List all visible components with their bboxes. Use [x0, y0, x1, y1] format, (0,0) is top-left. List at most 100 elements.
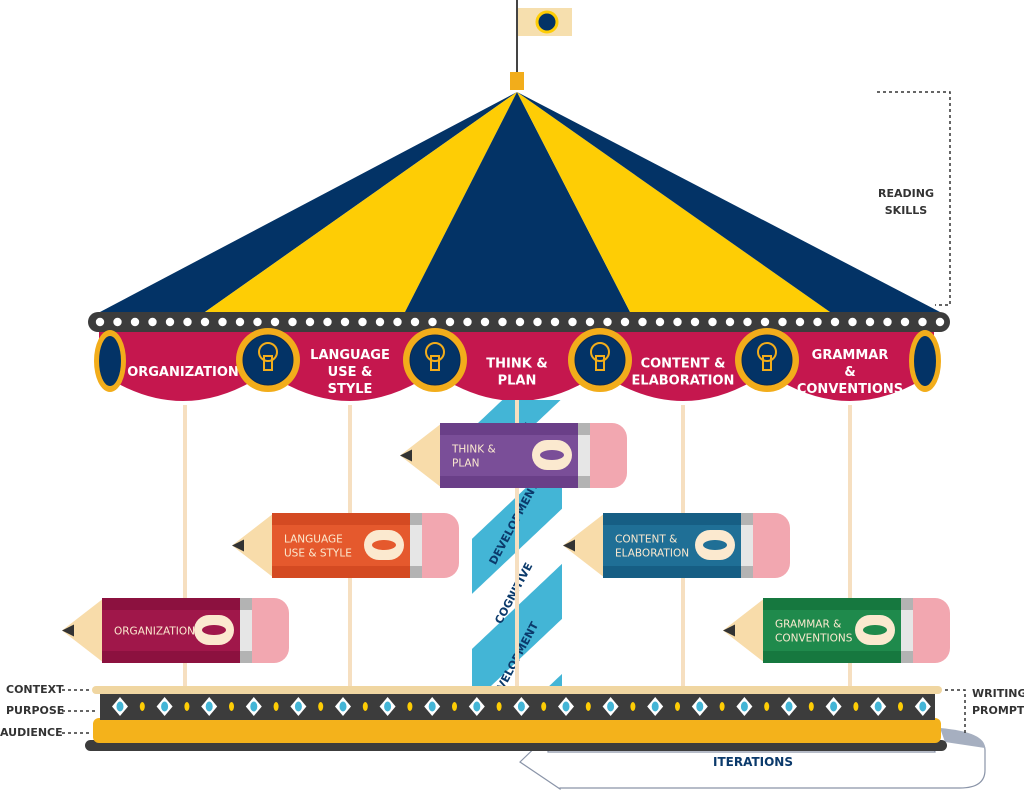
rim-light: [725, 317, 735, 327]
pencil-label: CONVENTIONS: [775, 633, 853, 645]
pencils: THINK &PLAN LANGUAGE USE & STYLE CONTENT & E…: [62, 423, 950, 663]
base-diamond-gem: [294, 701, 302, 712]
canopy-label: ELABORATION: [632, 374, 735, 389]
base-bulb: [853, 702, 859, 711]
base-bulb: [808, 702, 814, 711]
pencil-lead: [400, 449, 412, 462]
base-diamond-gem: [339, 701, 347, 712]
pencil: ORGANIZATION: [62, 598, 289, 663]
rim-light: [375, 317, 385, 327]
rim-light: [603, 317, 612, 327]
base-diamond-gem: [740, 701, 748, 712]
base-diamond-gem: [651, 701, 659, 712]
horse-icon-figure: [372, 540, 396, 550]
pencil: THINK &PLAN: [400, 423, 627, 488]
base-diamond-gem: [205, 701, 213, 712]
logo-icon: [535, 10, 559, 34]
rim-light: [95, 317, 105, 327]
rim-light: [655, 317, 665, 327]
canopy: ORGANIZATION LANGUAGE USE & STYLE THINK & PLA…: [88, 92, 950, 401]
horse-icon-figure: [202, 625, 226, 635]
canopy-label: THINK &: [486, 357, 547, 372]
canopy-label: GRAMMAR: [812, 348, 889, 363]
context-label: CONTEXT: [6, 683, 64, 696]
rim-light: [778, 317, 787, 327]
rim-light: [323, 317, 332, 327]
rim-light: [550, 317, 560, 327]
canopy-label: STYLE: [328, 382, 373, 397]
rim-light: [463, 317, 472, 327]
base-diamond-gem: [874, 701, 882, 712]
base-diamond-gem: [250, 701, 258, 712]
reading-skills-label: READING: [878, 187, 934, 200]
pencil-eraser: [422, 513, 459, 578]
rim-light: [165, 317, 175, 327]
base-diamond-gem: [830, 701, 838, 712]
pencil-tip: [232, 513, 274, 578]
base-bulb: [139, 702, 145, 711]
writing-prompt-label: PROMPT: [972, 704, 1024, 717]
canopy-stripe: [205, 92, 517, 312]
canopy-label: CONVENTIONS: [797, 382, 903, 397]
pencil-label: ELABORATION: [615, 548, 689, 560]
rim-light: [358, 317, 367, 327]
rim-light: [585, 317, 595, 327]
base-bulb: [184, 702, 190, 711]
end-medallion-inner: [99, 336, 121, 386]
rim-light: [428, 317, 437, 327]
rim-light: [235, 317, 245, 327]
base-platform: [93, 718, 941, 743]
writing-prompt-label: WRITING: [972, 687, 1024, 700]
purpose-label: PURPOSE: [6, 704, 64, 717]
pencil: GRAMMAR &CONVENTIONS: [723, 598, 950, 663]
pencil-eraser: [753, 513, 790, 578]
base-bulb: [719, 702, 725, 711]
canopy-scallop: [433, 330, 601, 401]
carousel-pole: [848, 405, 852, 690]
carousel-base: [62, 686, 986, 790]
rim-light: [830, 317, 840, 327]
rim-light: [708, 317, 717, 327]
pencil-label: CONTENT &: [615, 534, 677, 546]
logo-icon-stem: [762, 355, 772, 371]
base-diamond-gem: [562, 701, 570, 712]
iterations-label: ITERATIONS: [713, 755, 793, 769]
base-diamond-gem: [517, 701, 525, 712]
pencil-eraser: [590, 423, 627, 488]
pencil-label: PLAN: [452, 458, 479, 470]
canopy-label: CONTENT &: [641, 357, 726, 372]
canopy-label: ORGANIZATION: [127, 365, 239, 380]
flag: [510, 0, 572, 90]
pencil-ferrule-band: [410, 525, 422, 566]
pencil-label: USE & STYLE: [284, 548, 352, 560]
reading-skills-bracket: [877, 91, 951, 306]
pencil-eraser: [913, 598, 950, 663]
pencil-tip: [400, 423, 442, 488]
pencil-label: LANGUAGE: [284, 534, 343, 546]
base-bulb: [452, 702, 457, 711]
writing-prompt-bracket: [945, 689, 966, 735]
base-bulb: [675, 702, 680, 711]
base-diamond-gem: [919, 701, 927, 712]
base-diamond-gem: [161, 701, 169, 712]
canopy-label: USE &: [328, 365, 373, 380]
rim-light: [130, 317, 140, 327]
canopy-scallop: [766, 330, 934, 401]
carousel-pole: [515, 400, 519, 690]
rim-light: [148, 317, 157, 327]
pencil-tip: [62, 598, 104, 663]
finial: [510, 72, 524, 90]
base-bulb: [496, 702, 502, 711]
canopy-label: PLAN: [498, 374, 537, 389]
canopy-scallop: [266, 330, 434, 401]
rim-light: [638, 317, 647, 327]
base-bulb: [407, 702, 413, 711]
canopy-label: LANGUAGE: [310, 348, 390, 363]
rim-light: [918, 317, 927, 327]
logo-icon-eye: [590, 342, 610, 362]
carousel-pole: [183, 405, 187, 690]
rim-light: [445, 317, 455, 327]
pencil: LANGUAGE USE & STYLE: [232, 513, 459, 578]
base-bulb: [541, 702, 547, 711]
